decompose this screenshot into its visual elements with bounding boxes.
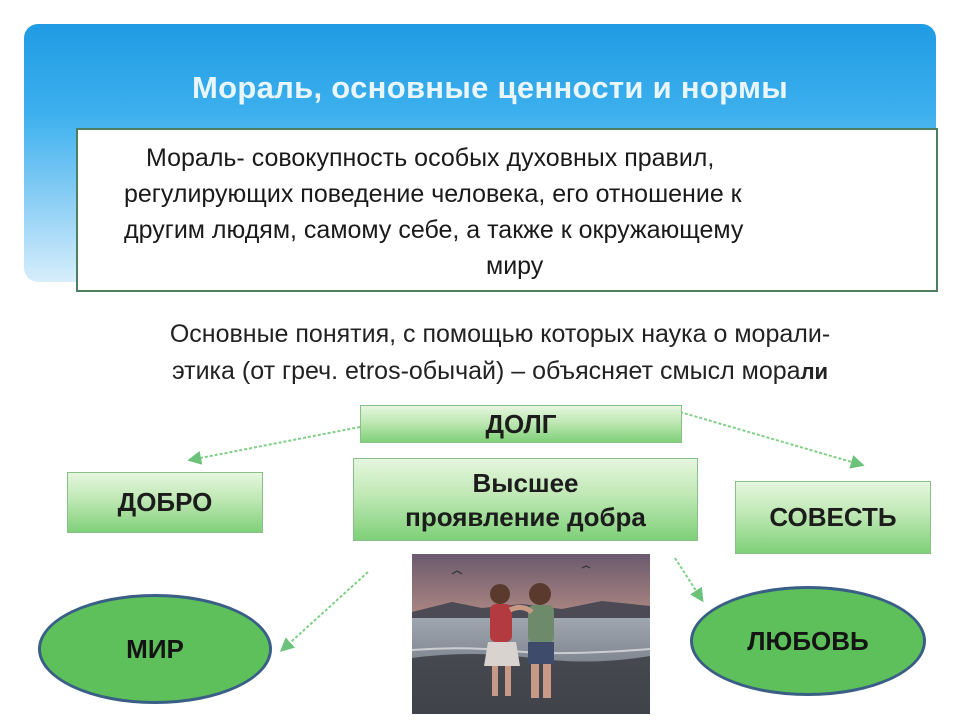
definition-line-4: миру (486, 252, 544, 280)
peace-ellipse: МИР (38, 594, 272, 704)
arrow-duty-to-good (187, 426, 361, 465)
duty-label: ДОЛГ (485, 408, 557, 439)
highest-good-box: Высшее проявление добра (353, 458, 698, 541)
definition-line-1: Мораль- совокупность особых духовных пра… (146, 144, 715, 172)
love-ellipse: ЛЮБОВЬ (690, 586, 926, 696)
arrow-duty-to-conscience (679, 411, 865, 469)
intro-text: Основные понятия, с помощью которых наук… (60, 316, 940, 390)
duty-box: ДОЛГ (360, 405, 682, 443)
children-on-beach-illustration (412, 554, 650, 714)
conscience-box: СОВЕСТЬ (735, 481, 931, 554)
definition-text: Мораль- совокупность особых духовных пра… (78, 140, 936, 284)
definition-box: Мораль- совокупность особых духовных пра… (76, 128, 938, 292)
good-box: ДОБРО (67, 472, 263, 533)
arrow-highest-to-love (674, 557, 704, 603)
intro-line-2: этика (от греч. etros-обычай) – объясняе… (60, 353, 940, 390)
conscience-label: СОВЕСТЬ (769, 502, 897, 532)
slide-title: Мораль, основные ценности и нормы (192, 70, 788, 105)
peace-label: МИР (126, 633, 184, 664)
children-on-beach-photo (412, 554, 650, 714)
intro-line-1: Основные понятия, с помощью которых наук… (169, 320, 831, 348)
arrow-highest-to-peace (279, 571, 369, 652)
intro-line-2-bold: ли (800, 359, 829, 384)
definition-line-2: регулирующих поведение человека, его отн… (124, 180, 742, 208)
good-label: ДОБРО (117, 487, 213, 517)
intro-line-2-main: этика (от греч. etros-обычай) – объясняе… (171, 357, 801, 385)
definition-line-3: другим людям, самому себе, а также к окр… (124, 216, 744, 244)
love-label: ЛЮБОВЬ (747, 625, 869, 656)
highest-good-line-1: Высшее (472, 467, 579, 498)
highest-good-line-2: проявление добра (405, 501, 646, 532)
